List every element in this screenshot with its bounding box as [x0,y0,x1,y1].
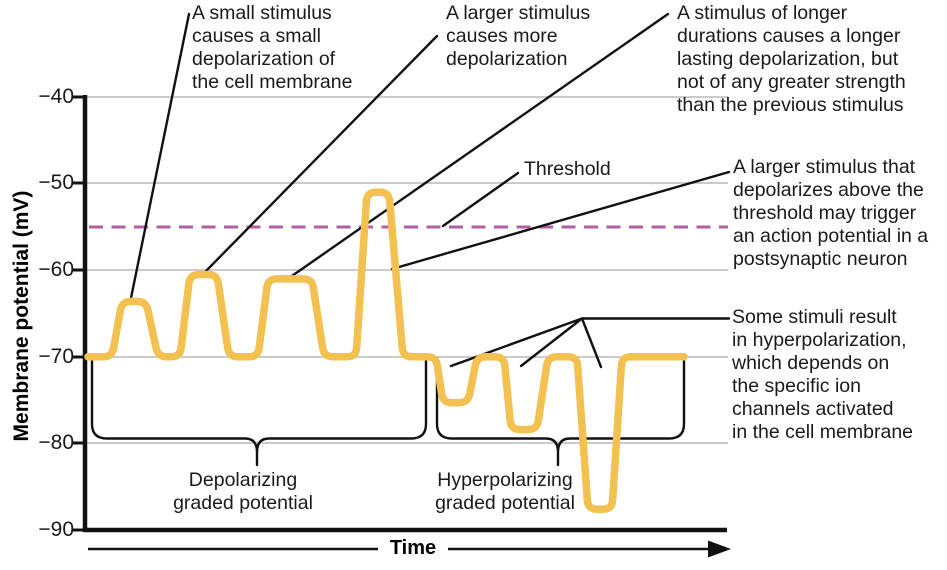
hyperpolarizing-bracket [435,356,686,467]
x-axis-title: Time [389,537,437,559]
y-axis-ticks [72,95,84,532]
axes [72,95,727,533]
y-axis-title: Membrane potential (mV) [10,190,33,442]
callout-small-stimulus: A small stimulus causes a small depolari… [192,2,353,93]
gridlines [87,96,728,444]
time-arrow [88,540,731,558]
pointer-hyperpolarization-fan [449,317,731,369]
pointer-small-stimulus [129,12,191,300]
membrane-potential-trace [84,188,688,513]
ytick-label-50: −50 [38,171,74,194]
pointer-above-threshold [390,170,731,271]
callout-longer-stimulus: A stimulus of longer durations causes a … [677,2,906,116]
pointer-longer-stimulus [287,12,670,280]
time-arrowhead-icon [708,540,731,558]
pointer-larger-stimulus [204,34,439,273]
ytick-label-40: −40 [38,85,74,108]
ytick-label-60: −60 [38,258,74,281]
hyper-fan-line-1 [449,317,584,368]
hyper-fan-line-2 [519,317,584,368]
hyper-fan-line-3 [580,317,603,369]
hyperpolarizing-region-label: Hyperpolarizing graded potential [435,469,575,514]
pointer-lines [129,12,731,369]
ytick-label-90: −90 [38,518,74,541]
callout-hyperpolarization: Some stimuli result in hyperpolarization… [732,306,914,443]
callout-above-threshold: A larger stimulus that depolarizes above… [733,156,929,270]
ytick-label-80: −80 [38,431,74,454]
depolarizing-bracket [90,356,428,467]
ytick-label-70: −70 [38,345,74,368]
depolarizing-region-label: Depolarizing graded potential [173,469,313,514]
region-brackets [90,356,686,467]
callout-larger-stimulus: A larger stimulus causes more depolariza… [446,2,591,70]
pointer-threshold [441,171,520,228]
threshold-label: Threshold [524,158,611,180]
